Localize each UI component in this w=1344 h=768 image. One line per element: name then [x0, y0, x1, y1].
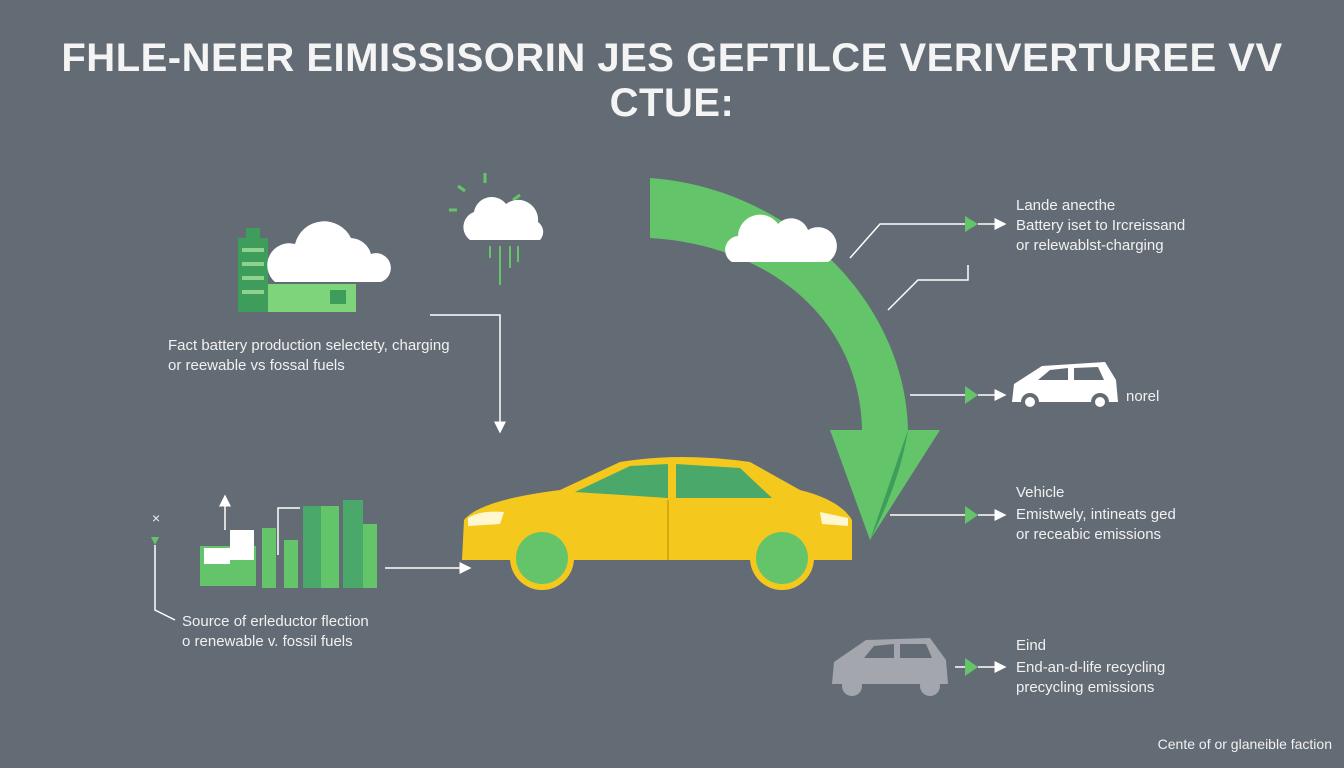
landing-battery-line2: Battery iset to Ircreissand — [1016, 217, 1186, 234]
yellow-car-icon — [462, 457, 852, 590]
battery-production-label: Fact battery production selectety, charg… — [168, 336, 450, 376]
car-tag-label: norel — [1126, 388, 1160, 405]
source-electricity-line1: Source of erleductor flection — [182, 613, 369, 630]
vehicle-line2: Emistwely, intineats ged — [1016, 506, 1176, 523]
end-of-life-line1: Eind — [1016, 637, 1047, 654]
connector-lines-bottom — [890, 509, 1007, 673]
factory-cloud-icon — [238, 221, 391, 312]
vehicle-line3: or receabic emissions — [1016, 526, 1162, 543]
x-mark: × — [152, 510, 161, 526]
end-of-life-line3: precycling emissions — [1016, 679, 1155, 696]
vehicle-label: Vehicle Emistwely, intineats ged or rece… — [1016, 483, 1176, 545]
battery-production-line2: or reewable vs fossal fuels — [168, 357, 345, 374]
footer-note: Cente of or glaneible faction — [1157, 736, 1332, 752]
landing-battery-line1: Lande anecthe — [1016, 197, 1116, 214]
landing-battery-line3: or relewablst-charging — [1016, 237, 1164, 254]
vehicle-line1: Vehicle — [1016, 484, 1065, 501]
white-car-icon — [910, 362, 1118, 411]
landing-battery-label: Lande anecthe Battery iset to Ircreissan… — [1016, 196, 1185, 256]
weather-cloud-icon — [449, 173, 544, 285]
buildings-chart-icon — [200, 500, 377, 588]
end-of-life-label: Eind End-an-d-life recycling precycling … — [1016, 636, 1165, 698]
battery-production-line1: Fact battery production selectety, charg… — [168, 337, 450, 354]
connector-lines-top — [849, 216, 1007, 311]
cycle-arrow-icon — [650, 178, 940, 540]
source-electricity-line2: o renewable v. fossil fuels — [182, 633, 353, 650]
connector-lines-left — [154, 314, 506, 621]
page-title: FHLE-NEER EIMISSISORIN JES GEFTILCE VERI… — [61, 36, 1283, 125]
end-of-life-line2: End-an-d-life recycling — [1016, 659, 1166, 676]
grey-car-icon — [832, 638, 948, 696]
source-electricity-label: Source of erleductor flection o renewabl… — [182, 612, 369, 652]
